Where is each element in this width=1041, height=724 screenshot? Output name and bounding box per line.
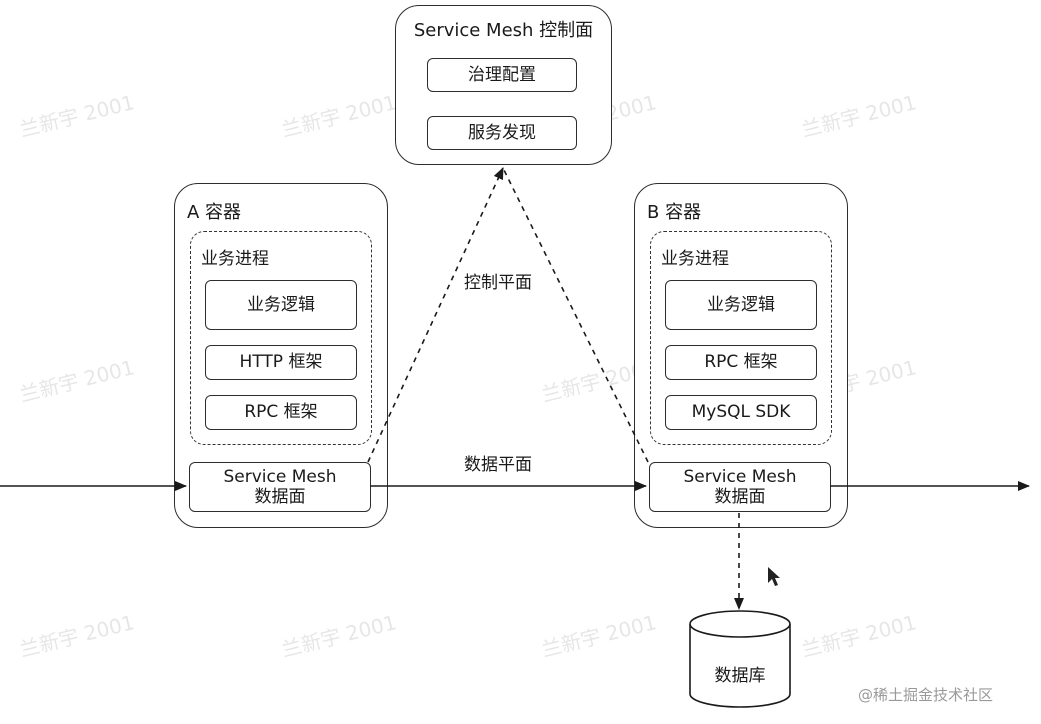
container-a-process-label: 业务进程	[201, 249, 269, 269]
sidecar-line1: Service Mesh	[683, 466, 797, 487]
container-b-rpc-framework: RPC 框架	[665, 345, 817, 380]
container-a-rpc-framework: RPC 框架	[205, 395, 357, 430]
container-b-business-logic: 业务逻辑	[665, 280, 817, 330]
container-a-business-logic: 业务逻辑	[205, 280, 357, 330]
database-label: 数据库	[714, 666, 766, 686]
database-icon	[689, 624, 791, 708]
container-b: B 容器 业务进程 业务逻辑 RPC 框架 MySQL SDK Service …	[634, 183, 848, 528]
container-a-business-process: 业务进程 业务逻辑 HTTP 框架 RPC 框架	[190, 231, 372, 445]
governance-config-box: 治理配置	[427, 58, 577, 92]
container-b-mysql-sdk: MySQL SDK	[665, 395, 817, 430]
cursor-icon	[768, 567, 780, 586]
container-a-title: A 容器	[187, 202, 242, 223]
service-discovery-box: 服务发现	[427, 116, 577, 150]
control-link-a	[367, 167, 504, 463]
data-plane-edge-label: 数据平面	[464, 455, 532, 475]
sidecar-line2: 数据面	[714, 487, 766, 507]
sidecar-line1: Service Mesh	[223, 466, 337, 487]
container-a-sidecar: Service Mesh 数据面	[189, 462, 371, 512]
sidecar-line2: 数据面	[254, 487, 306, 507]
control-plane-edge-label: 控制平面	[464, 273, 532, 293]
database-top	[689, 610, 791, 638]
container-a-http-framework: HTTP 框架	[205, 345, 357, 380]
container-b-title: B 容器	[647, 202, 702, 223]
control-plane-title: Service Mesh 控制面	[413, 20, 594, 41]
container-b-business-process: 业务进程 业务逻辑 RPC 框架 MySQL SDK	[650, 231, 832, 445]
control-plane-box: Service Mesh 控制面 治理配置 服务发现	[395, 5, 612, 165]
control-link-b	[502, 167, 649, 463]
site-watermark: @稀土掘金技术社区	[858, 686, 994, 704]
container-b-process-label: 业务进程	[661, 249, 729, 269]
container-a: A 容器 业务进程 业务逻辑 HTTP 框架 RPC 框架 Service Me…	[174, 183, 388, 528]
container-b-sidecar: Service Mesh 数据面	[649, 462, 831, 512]
